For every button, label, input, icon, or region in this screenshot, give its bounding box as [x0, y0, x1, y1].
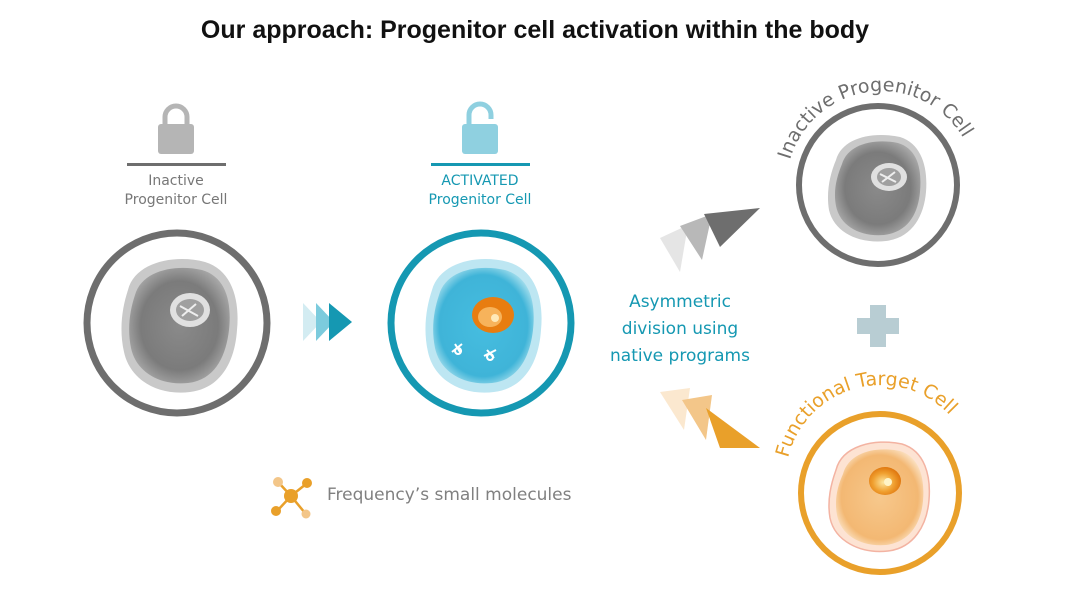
plus-icon [857, 305, 899, 347]
outcome-inactive-cell [796, 103, 960, 267]
division-line1: Asymmetric [629, 292, 731, 312]
legend-text: Frequency’s small molecules [327, 485, 572, 505]
page-title: Our approach: Progenitor cell activation… [200, 16, 870, 44]
activated-label-line2: Progenitor Cell [428, 192, 532, 208]
outcome-functional-cell [798, 411, 962, 575]
activated-label: ACTIVATED Progenitor Cell [404, 172, 556, 210]
division-arrows-orange [660, 388, 760, 448]
inactive-underline [127, 163, 226, 166]
inactive-label: Inactive Progenitor Cell [100, 172, 252, 210]
inactive-cell [83, 229, 271, 417]
division-label: Asymmetric division using native program… [590, 289, 770, 370]
molecule-icon [271, 477, 312, 519]
activated-underline [431, 163, 530, 166]
division-line3: native programs [610, 346, 750, 366]
activated-label-line1: ACTIVATED [441, 173, 519, 189]
inactive-label-line2: Progenitor Cell [124, 192, 228, 208]
activated-cell [387, 229, 575, 417]
activation-arrows [303, 303, 352, 341]
division-line2: division using [621, 319, 739, 339]
inactive-label-line1: Inactive [148, 173, 204, 189]
division-arrows-gray [660, 208, 760, 272]
